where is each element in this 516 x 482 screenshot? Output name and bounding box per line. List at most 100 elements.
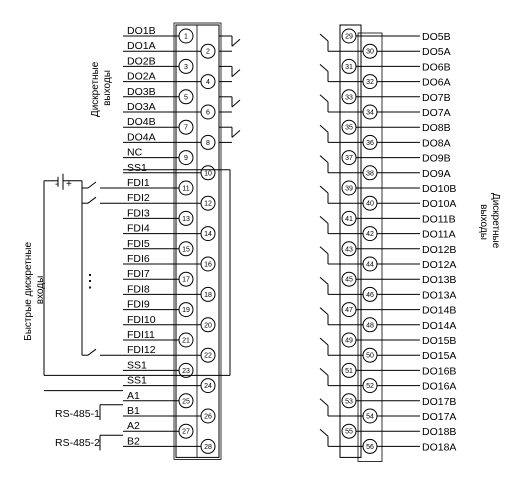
terminal-49: [341, 332, 357, 348]
terminal-13: [178, 210, 194, 226]
relay-contact: [319, 64, 329, 72]
terminal-label: SS1: [127, 359, 147, 371]
terminal-23: [178, 362, 194, 378]
terminal-8: [200, 134, 216, 150]
terminal-35: [341, 119, 357, 135]
terminal-number: 20: [204, 322, 212, 329]
terminal-number: 15: [182, 246, 190, 253]
terminal-11: [178, 180, 194, 196]
terminal-number: 41: [345, 216, 353, 223]
terminal-label: DO10A: [422, 198, 456, 210]
terminal-label: NC: [127, 147, 143, 159]
terminal-label: DO11A: [422, 229, 456, 241]
terminal-number: 24: [204, 383, 212, 390]
terminal-label: DO10B: [422, 183, 456, 195]
terminal-number: 56: [366, 444, 374, 451]
side-label-fast-inputs: Быстрые дискретные входы: [23, 239, 46, 341]
terminal-number: 22: [204, 353, 212, 360]
terminal-number: 10: [204, 170, 212, 177]
terminal-block-outline: [173, 22, 222, 460]
terminal-number: 12: [204, 201, 212, 208]
terminal-number: 33: [345, 94, 353, 101]
terminal-28: [200, 438, 216, 454]
relay-contact: [319, 124, 329, 133]
terminal-label: FDI5: [127, 238, 150, 250]
battery-plus-sign: +: [66, 179, 72, 190]
terminal-number: 55: [345, 429, 353, 436]
terminal-label: DO6B: [422, 61, 451, 73]
terminal-37: [341, 150, 357, 166]
terminal-label: FDI11: [127, 329, 155, 341]
terminal-label: DO13A: [422, 289, 456, 301]
side-label-line: Дискретные: [490, 193, 501, 249]
terminal-number: 5: [184, 94, 188, 101]
terminal-label: DO11B: [422, 213, 456, 225]
terminal-number: 14: [204, 231, 212, 238]
terminal-label: DO1B: [127, 25, 156, 37]
relay-contact: [231, 130, 241, 138]
terminal-number: 23: [182, 368, 190, 375]
relay-contact: [319, 155, 329, 163]
terminal-number: 19: [182, 307, 190, 314]
terminal-label: DO13B: [422, 274, 456, 286]
side-label-line: Быстрые дискретные: [23, 242, 34, 341]
terminal-number: 21: [182, 338, 190, 345]
terminal-number: 29: [345, 34, 353, 41]
terminal-label: FDI1: [127, 177, 150, 189]
terminal-label: FDI7: [127, 268, 150, 280]
terminal-number: 39: [345, 186, 353, 193]
terminal-label: DO17B: [422, 396, 456, 408]
relay-contact: [319, 33, 329, 42]
relay-contact: [319, 246, 329, 255]
switch-contact: [87, 196, 97, 204]
relay-contact: [319, 368, 329, 376]
terminal-label: FDI12: [127, 344, 156, 356]
terminal-19: [178, 302, 194, 318]
terminal-number: 13: [182, 216, 190, 223]
terminal-number: 34: [366, 110, 374, 117]
terminal-label: DO5A: [422, 46, 451, 58]
terminal-6: [200, 104, 216, 120]
side-label-line: Дискретные: [90, 61, 101, 117]
terminal-number: 45: [345, 277, 353, 284]
terminal-20: [200, 317, 216, 333]
terminal-number: 11: [182, 186, 189, 193]
terminal-12: [200, 195, 216, 211]
terminal-31: [341, 58, 357, 74]
terminal-label: DO18A: [422, 441, 456, 453]
terminal-label: DO9A: [422, 168, 451, 180]
side-label-discrete-outputs-left: Дискретные выходы: [90, 59, 113, 117]
terminal-4: [200, 74, 216, 90]
rs485-2-label: RS-485-2: [55, 437, 100, 449]
relay-contact: [319, 185, 329, 194]
terminal-number: 47: [345, 307, 353, 314]
side-label-line: выходы: [478, 204, 489, 240]
terminal-3: [178, 58, 194, 74]
terminal-number: 49: [345, 338, 353, 345]
terminal-label: DO2A: [127, 71, 156, 83]
terminal-number: 44: [366, 262, 374, 269]
terminal-number: 7: [184, 125, 188, 132]
terminal-number: 3: [184, 64, 188, 71]
terminal-label: DO1A: [127, 40, 156, 52]
relay-contact: [231, 99, 241, 108]
terminal-18: [200, 286, 216, 302]
terminal-number: 40: [366, 201, 374, 208]
terminal-label: DO14A: [422, 320, 456, 332]
terminal-41: [341, 210, 357, 226]
terminal-block-frame: [339, 24, 362, 458]
terminal-15: [178, 241, 194, 257]
relay-contact: [319, 398, 329, 407]
terminal-label: DO16B: [422, 365, 456, 377]
terminal-27: [178, 423, 194, 439]
terminal-17: [178, 271, 194, 287]
terminal-5: [178, 89, 194, 105]
terminal-number: 46: [366, 292, 374, 299]
terminal-number: 53: [345, 398, 353, 405]
terminal-51: [341, 362, 357, 378]
terminal-45: [341, 271, 357, 287]
terminal-label: DO4B: [127, 116, 156, 128]
relay-contact: [319, 337, 329, 346]
terminal-label: FDI2: [127, 192, 150, 204]
